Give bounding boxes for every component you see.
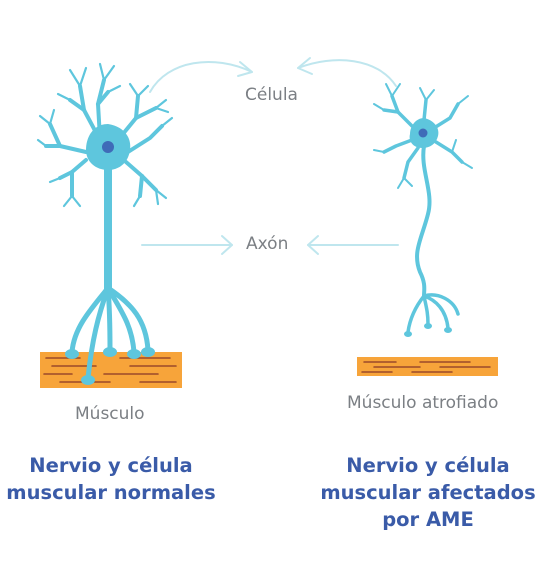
label-cell: Célula (245, 85, 298, 105)
caption-affected: Nervio y célula muscular afectados por A… (320, 452, 536, 533)
normal-neuron (36, 62, 174, 385)
caption-normal: Nervio y célula muscular normales (0, 452, 222, 506)
caption-normal-line1: Nervio y célula (29, 454, 193, 477)
normal-muscle-fiber (40, 352, 182, 388)
caption-affected-line3: por AME (382, 508, 474, 531)
caption-affected-line2: muscular afectados (320, 481, 536, 504)
label-axon: Axón (246, 234, 289, 254)
cell-arrow-right (297, 59, 397, 87)
cell-arrows (149, 57, 397, 93)
normal-nucleus (102, 141, 114, 153)
axon-arrows (141, 235, 399, 255)
caption-normal-line2: muscular normales (6, 481, 216, 504)
label-muscle-atrophied: Músculo atrofiado (347, 393, 499, 413)
affected-neuron (373, 83, 473, 337)
cell-arrow-left (149, 61, 253, 93)
affected-muscle-fiber (357, 357, 498, 376)
affected-nucleus (418, 128, 428, 138)
label-muscle: Músculo (75, 404, 145, 424)
caption-affected-line1: Nervio y célula (346, 454, 510, 477)
